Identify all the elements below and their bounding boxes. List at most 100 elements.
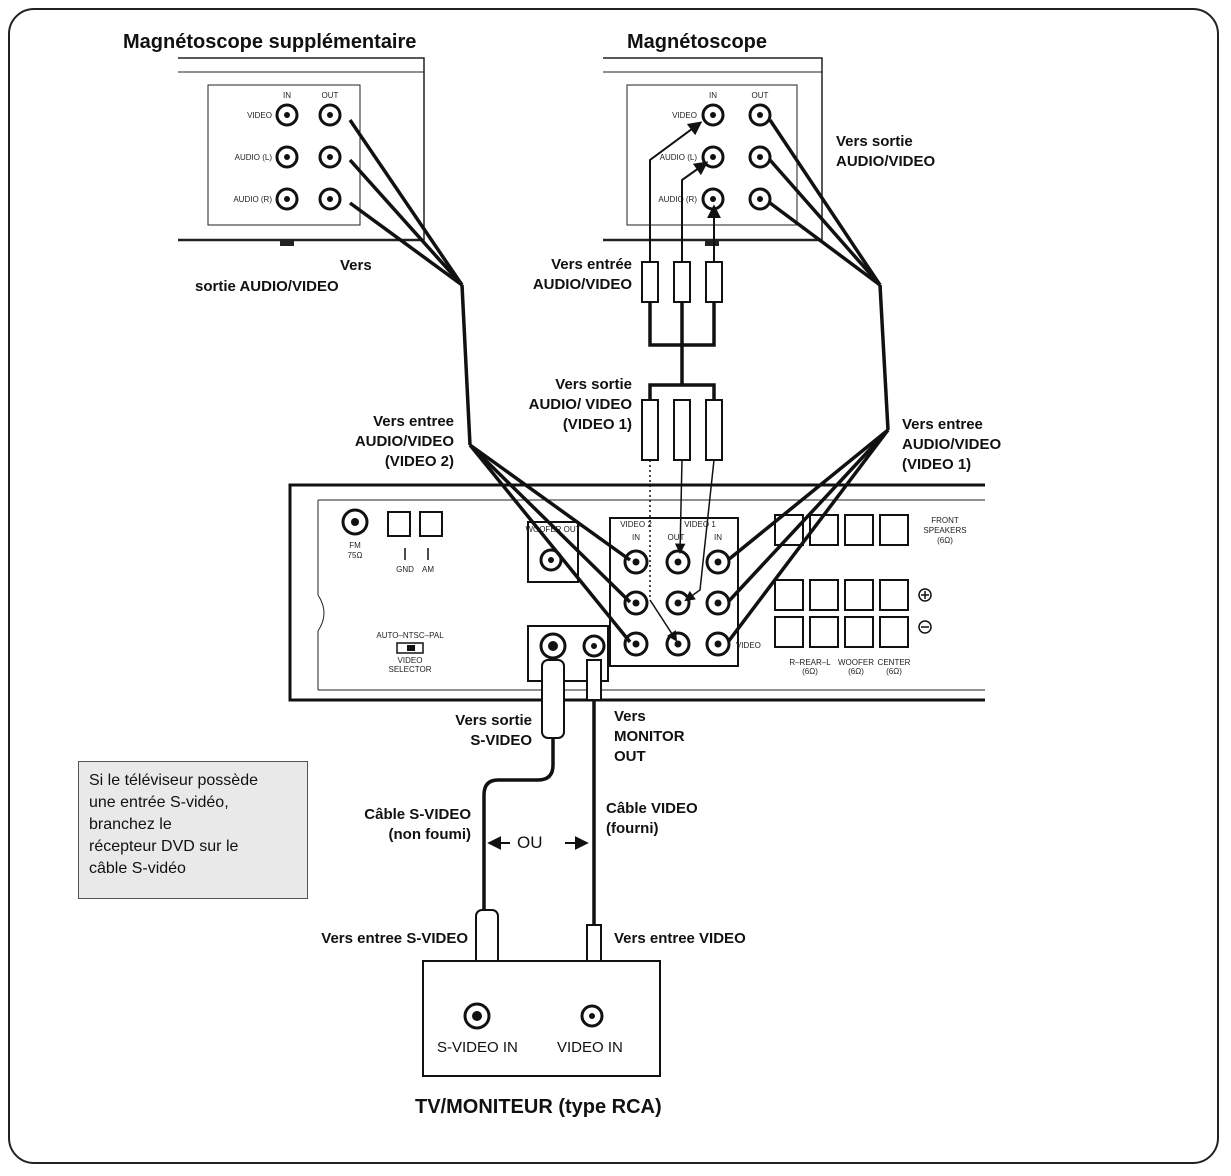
woofer-out-jack <box>539 548 563 572</box>
extra-out-label-1: Vers <box>340 257 372 274</box>
selector-label-2: VIDEO <box>398 656 423 665</box>
extra-vcr-audio-r-label: AUDIO (R) <box>233 195 272 204</box>
extra-vcr-out-label: OUT <box>322 91 339 100</box>
receiver-av-jack <box>623 549 649 575</box>
to-video-in-label: Vers entree VIDEO <box>614 930 746 947</box>
minus-icon <box>918 620 932 634</box>
rear-label: R–REAR–L <box>789 658 831 667</box>
cable-extra-vcr-to-video2 <box>348 119 632 644</box>
vcr-audio-r-label: AUDIO (R) <box>658 195 697 204</box>
tv-video-in-label: VIDEO IN <box>557 1039 623 1056</box>
fm-label: FM <box>349 541 361 550</box>
receiver-av-jack <box>623 631 649 657</box>
cable-video1-out-to-vcr <box>648 121 721 642</box>
receiver-av-jack <box>665 549 691 575</box>
extra-vcr-jack <box>275 103 299 127</box>
selector-label-3: SELECTOR <box>389 665 432 674</box>
fm-ohm-label: 75Ω <box>348 551 363 560</box>
vcr-out-label-2: AUDIO/VIDEO <box>836 153 936 170</box>
receiver-av-jack <box>665 631 691 657</box>
receiver-av-jack <box>623 590 649 616</box>
woofer-ohm-label: (6Ω) <box>848 667 864 676</box>
extra-vcr-in-label: IN <box>283 91 291 100</box>
vcr-jack <box>748 103 772 127</box>
svideo-cable-label-1: Câble S-VIDEO <box>364 806 471 823</box>
selector-label-1: AUTO–NTSC–PAL <box>376 631 444 640</box>
video1-label: VIDEO 1 <box>684 520 716 529</box>
monitor-out-label-3: OUT <box>614 748 646 765</box>
vcr-in-label: IN <box>709 91 717 100</box>
vcr-jack <box>701 187 725 211</box>
extra-out-label-2: sortie AUDIO/VIDEO <box>195 278 339 295</box>
dvd-receiver: FM 75Ω GND AM WOOFER OUT VIDEO 2 VIDEO 1… <box>288 483 985 702</box>
video-in-jack <box>580 1004 604 1028</box>
vcr-audio-l-label: AUDIO (L) <box>660 153 698 162</box>
tv-title: TV/MONITEUR (type RCA) <box>415 1096 662 1118</box>
monitor-out-label-2: MONITOR <box>614 728 685 745</box>
center-ohm-label: (6Ω) <box>886 667 902 676</box>
vcr-in-label-2: AUDIO/VIDEO <box>532 276 632 293</box>
rear-speaker-terminals <box>774 579 909 648</box>
extra-vcr-jack <box>275 145 299 169</box>
video2-in-label: IN <box>632 533 640 542</box>
vcr-video-label: VIDEO <box>672 111 697 120</box>
receiver-av-jack <box>705 590 731 616</box>
extra-vcr-jack <box>275 187 299 211</box>
in-v1-label-2: AUDIO/VIDEO <box>902 436 1002 453</box>
in-v2-label-3: (VIDEO 2) <box>384 453 454 470</box>
extra-vcr-title: Magnétoscope supplémentaire <box>123 31 417 53</box>
vcr-unit: IN OUT VIDEO AUDIO (L) AUDIO (R) <box>603 57 823 246</box>
or-label: OU <box>517 833 543 852</box>
to-svideo-in-label: Vers entree S-VIDEO <box>321 930 468 947</box>
video2-label: VIDEO 2 <box>620 520 652 529</box>
receiver-av-jack <box>705 631 731 657</box>
extra-vcr-jack <box>318 103 342 127</box>
cable-vcr-to-video1 <box>726 119 890 644</box>
receiver-av-jack <box>705 549 731 575</box>
receiver-av-jack <box>665 590 691 616</box>
rear-ohm-label: (6Ω) <box>802 667 818 676</box>
woofer-out-label: WOOFER OUT <box>525 525 580 534</box>
vcr-in-label-1: Vers entrée <box>551 256 632 273</box>
video1-out-label: OUT <box>668 533 685 542</box>
diagram-frame <box>8 8 1219 1164</box>
fm-antenna-jack <box>341 508 369 536</box>
svideo-out-label-1: Vers sortie <box>455 712 532 729</box>
extra-vcr-jack <box>318 145 342 169</box>
out-v1-label-2: AUDIO/ VIDEO <box>528 396 632 413</box>
extra-vcr-video-label: VIDEO <box>247 111 272 120</box>
front-speakers-label-1: FRONT <box>931 516 959 525</box>
tv-svideo-in-label: S-VIDEO IN <box>437 1039 518 1056</box>
svideo-out-jack <box>539 632 567 660</box>
vcr-jack <box>748 145 772 169</box>
out-v1-label-3: (VIDEO 1) <box>562 416 632 433</box>
out-v1-label-1: Vers sortie <box>555 376 632 393</box>
in-v2-label-2: AUDIO/VIDEO <box>354 433 454 450</box>
tv-monitor <box>422 960 661 1077</box>
monitor-out-jack <box>582 634 606 658</box>
front-speakers-label-2: SPEAKERS <box>923 526 966 535</box>
center-label: CENTER <box>878 658 911 667</box>
vcr-out-label: OUT <box>752 91 769 100</box>
vcr-jack <box>748 187 772 211</box>
svideo-cable-label-2: (non foumi) <box>388 826 471 843</box>
monitor-out-label-1: Vers <box>614 708 646 725</box>
extra-vcr-audio-l-label: AUDIO (L) <box>235 153 273 162</box>
extra-vcr-unit: IN OUT VIDEO AUDIO (L) AUDIO (R) <box>178 57 425 246</box>
vcr-out-label-1: Vers sortie <box>836 133 913 150</box>
video-cable-label-2: (fourni) <box>606 820 659 837</box>
video-cable-label-1: Câble VIDEO <box>606 800 698 817</box>
plus-icon <box>918 588 932 602</box>
vcr-jack <box>701 103 725 127</box>
woofer-label: WOOFER <box>838 658 874 667</box>
gnd-label: GND <box>396 565 414 574</box>
in-v1-label-3: (VIDEO 1) <box>902 456 972 473</box>
front-speakers-label-3: (6Ω) <box>937 536 953 545</box>
extra-vcr-jack <box>318 187 342 211</box>
in-v2-label-1: Vers entree <box>373 413 454 430</box>
note-box: Si le téléviseur possède une entrée S-vi… <box>78 761 308 899</box>
am-label: AM <box>422 565 434 574</box>
receiver-video-label: VIDEO <box>736 641 761 650</box>
vcr-title: Magnétoscope <box>627 31 768 53</box>
